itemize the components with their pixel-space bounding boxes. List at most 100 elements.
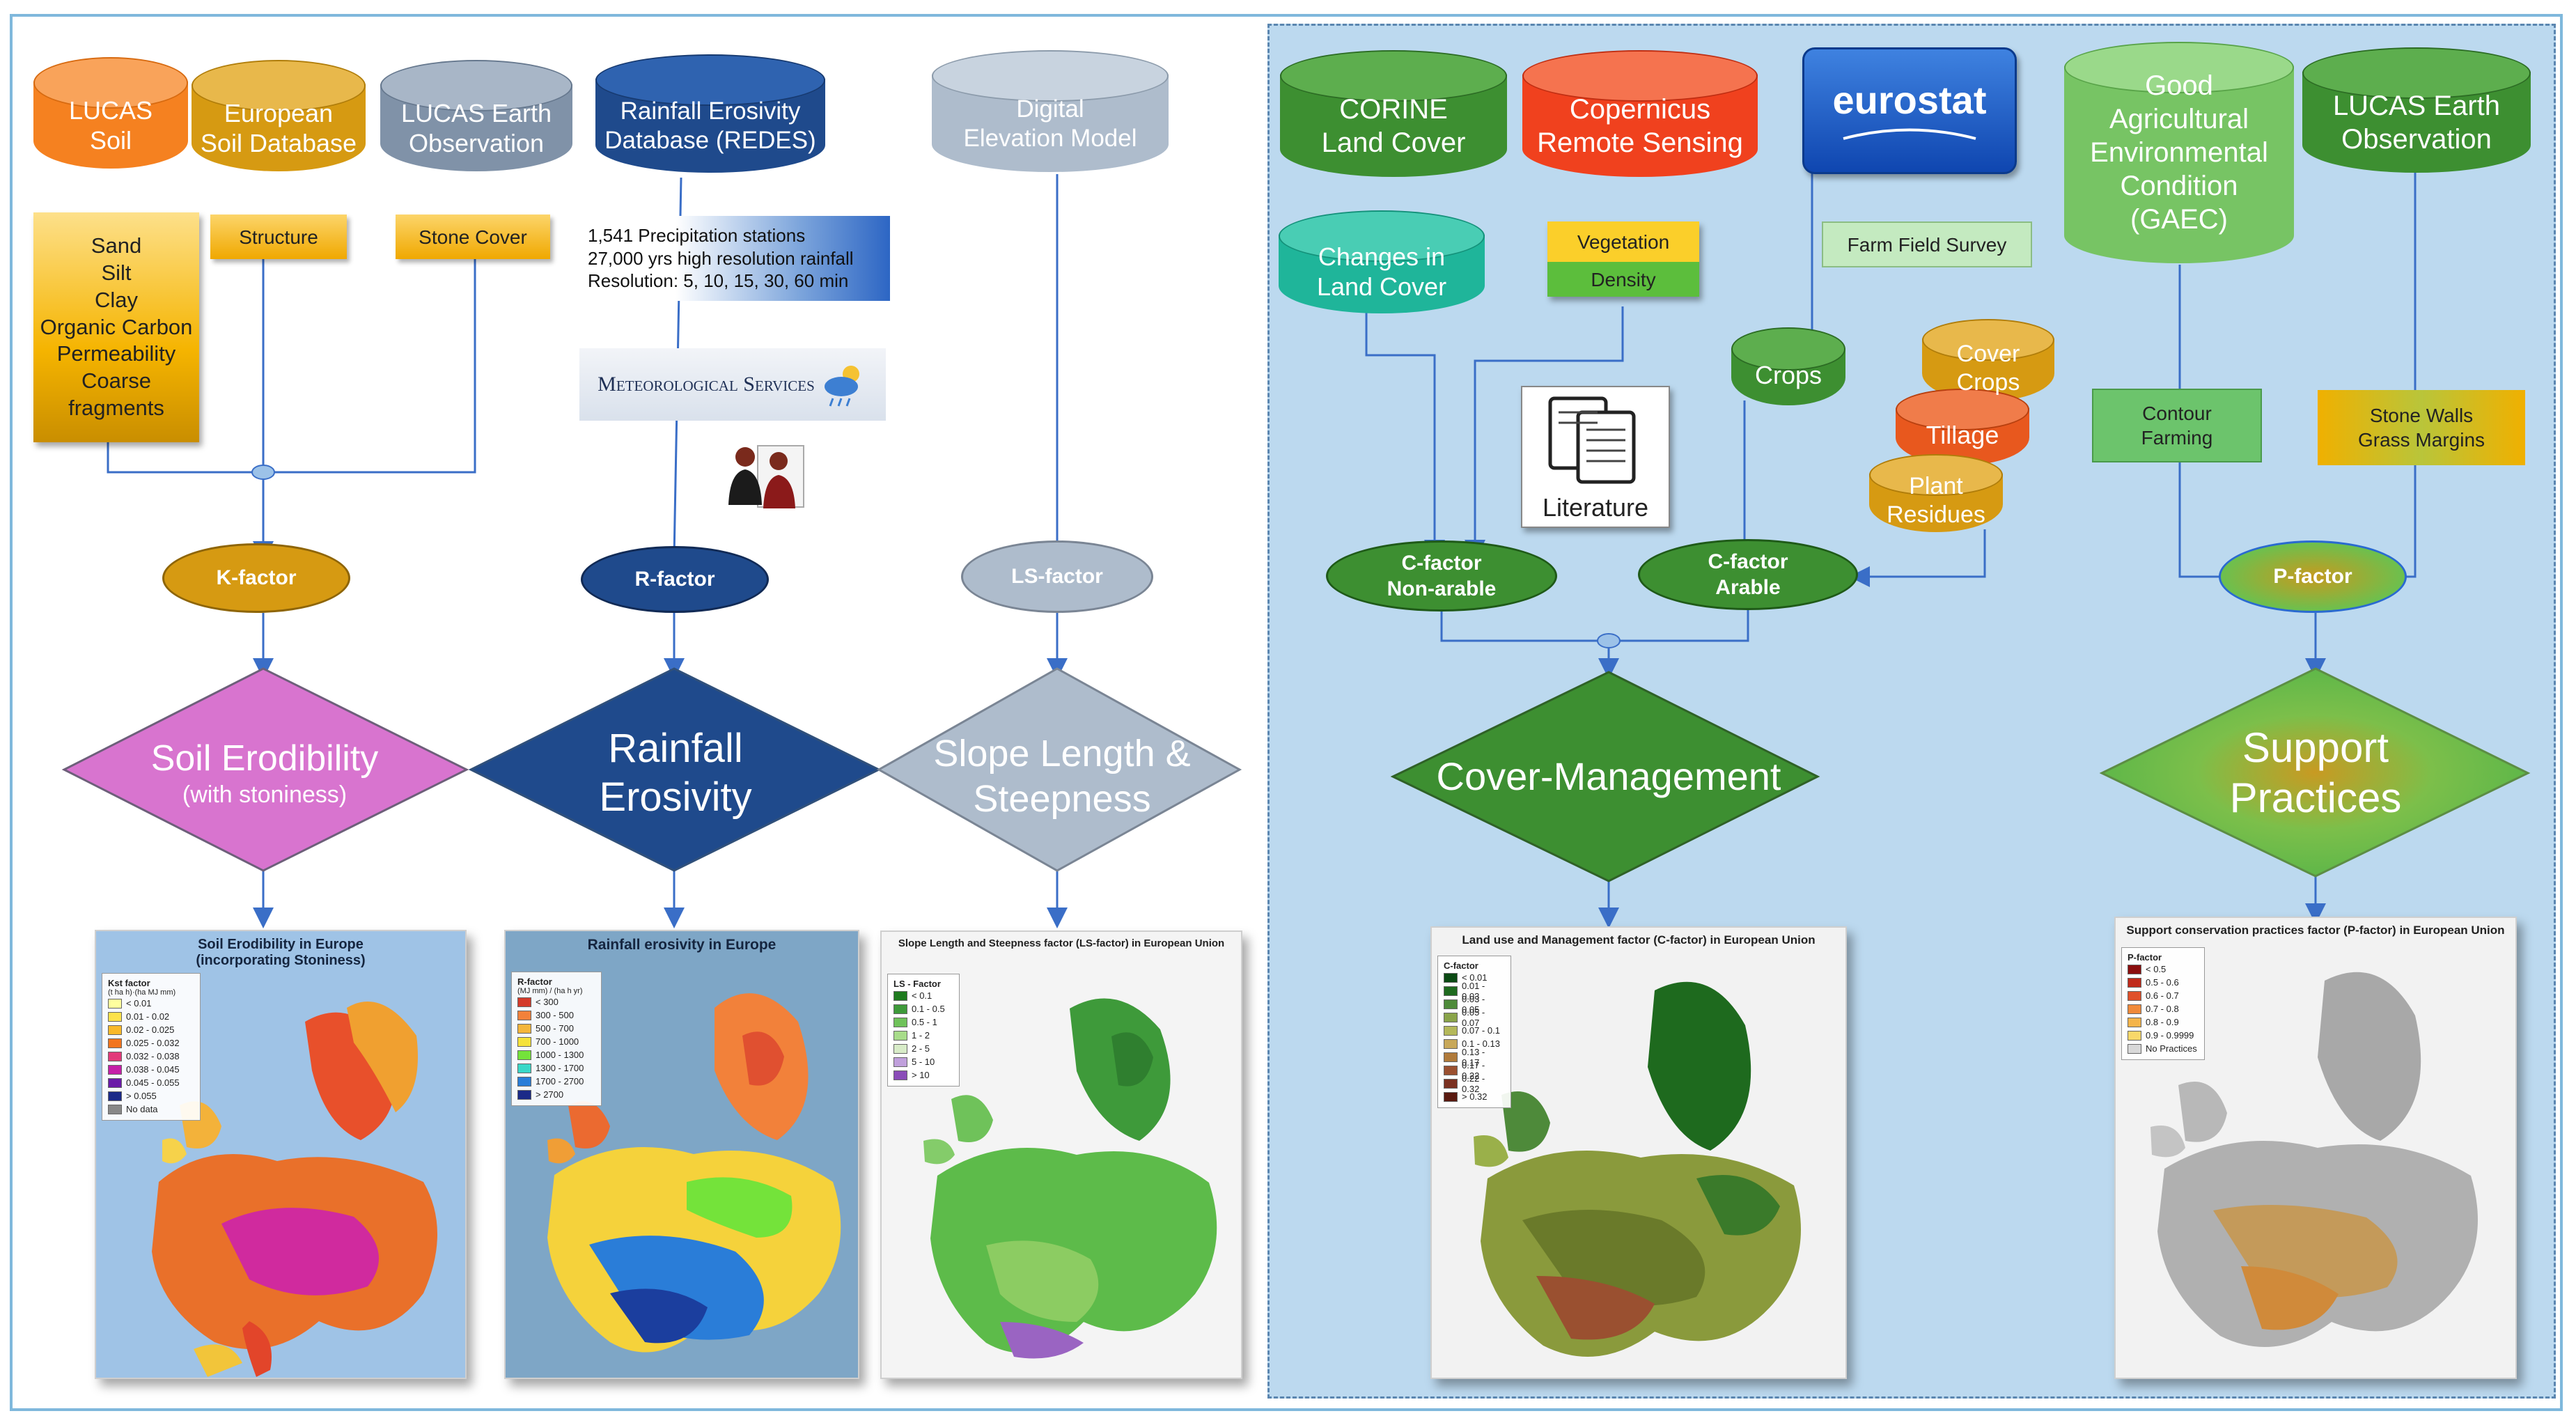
dem-label: Digital Elevation Model xyxy=(963,95,1137,152)
ls-legend-item: 0.5 - 1 xyxy=(912,1017,937,1027)
cover-management-label: Cover-Management xyxy=(1436,754,1781,799)
ls-map-legend: LS - Factor < 0.1 0.1 - 0.5 0.5 - 1 1 - … xyxy=(887,974,960,1087)
corine-cylinder: CORINE Land Cover xyxy=(1280,50,1507,177)
redes-cylinder: Rainfall Erosivity Database (REDES) xyxy=(595,54,825,173)
dem-cylinder: Digital Elevation Model xyxy=(932,50,1169,172)
vegetation-label: Vegetation xyxy=(1547,221,1699,262)
cover-management-diamond xyxy=(1390,671,1820,882)
soil-prop-silt: Silt xyxy=(101,260,132,286)
slope-diamond xyxy=(876,667,1242,872)
europe-map-r xyxy=(547,993,841,1353)
support-practices-label: Support Practices xyxy=(2229,724,2402,821)
r-legend-item: 700 - 1000 xyxy=(536,1036,579,1047)
k-map-legend: Kst factor (t ha h)·(ha MJ mm) < 0.01 0.… xyxy=(102,973,201,1121)
ls-legend-item: 2 - 5 xyxy=(912,1043,930,1054)
soil-prop-fragments: fragments xyxy=(68,395,164,420)
r-legend-item: 1300 - 1700 xyxy=(536,1063,584,1073)
lucas-eo-label-left: LUCAS Earth Observation xyxy=(400,98,552,157)
r-legend-item: 300 - 500 xyxy=(536,1010,574,1020)
k-factor-oval: K-factor xyxy=(162,543,350,613)
esdb-cylinder: European Soil Database xyxy=(192,60,366,171)
soil-prop-clay: Clay xyxy=(94,287,138,312)
soil-prop-sand: Sand xyxy=(91,233,142,258)
gaec-label: Good Agricultural Environmental Conditio… xyxy=(2090,70,2268,235)
lucas-soil-cylinder: LUCAS Soil xyxy=(33,57,188,169)
c-legend-item: 0.01 - 0.03 xyxy=(1462,980,1485,1002)
corine-label: CORINE Land Cover xyxy=(1321,94,1466,158)
soil-erodibility-map: Soil Erodibility in Europe (incorporatin… xyxy=(95,930,467,1379)
slope-length-label: Slope Length & Steepness xyxy=(933,733,1191,820)
rainfall-erosivity-label: Rainfall Erosivity xyxy=(599,726,752,820)
redes-stations: 1,541 Precipitation stations xyxy=(588,225,806,247)
cover-crops-label: Cover Crops xyxy=(1956,341,2020,396)
eurostat-logo: eurostat xyxy=(1802,47,2017,174)
ls-map-title: Slope Length and Steepness factor (LS-fa… xyxy=(898,937,1225,949)
lucas-soil-label: LUCAS Soil xyxy=(68,95,153,155)
density-label: Density xyxy=(1547,262,1699,297)
p-map-title: Support conservation practices factor (P… xyxy=(2126,924,2505,937)
soil-properties-box: Sand Silt Clay Organic Carbon Permeabili… xyxy=(33,212,199,442)
c-map-title: Land use and Management factor (C-factor… xyxy=(1462,933,1816,947)
p-legend-title: P-factor xyxy=(2128,952,2162,963)
plant-residues-label: Plant Residues xyxy=(1887,473,1985,528)
c-factor-nonarable-oval: C-factor Non-arable xyxy=(1326,540,1557,612)
p-legend-item: 0.5 - 0.6 xyxy=(2146,977,2179,988)
c-legend-title: C-factor xyxy=(1444,960,1478,971)
p-legend-item: 0.6 - 0.7 xyxy=(2146,990,2179,1001)
lucas-eo-cylinder-left: LUCAS Earth Observation xyxy=(380,60,572,171)
redes-resolution: Resolution: 5, 10, 15, 30, 60 min xyxy=(588,270,849,292)
k-legend-item: 0.01 - 0.02 xyxy=(126,1011,170,1022)
meteorological-services-label: Meteorological Services xyxy=(598,373,815,396)
p-legend-item: 0.8 - 0.9 xyxy=(2146,1017,2179,1027)
copernicus-label: Copernicus Remote Sensing xyxy=(1537,94,1743,158)
stone-walls-box: Stone Walls Grass Margins xyxy=(2318,390,2525,465)
ls-legend-item: < 0.1 xyxy=(912,990,932,1001)
r-map-title: Rainfall erosivity in Europe xyxy=(587,937,776,953)
soil-erodibility-subtitle: (with stoniness) xyxy=(182,781,348,808)
k-legend-item: > 0.055 xyxy=(126,1091,157,1101)
tillage-label: Tillage xyxy=(1926,421,1999,450)
p-map-legend: P-factor < 0.5 0.5 - 0.6 0.6 - 0.7 0.7 -… xyxy=(2121,947,2205,1060)
c-legend-item: > 0.32 xyxy=(1462,1091,1488,1102)
r-factor-oval: R-factor xyxy=(581,546,769,613)
redes-info-box: 1,541 Precipitation stations 27,000 yrs … xyxy=(584,216,890,301)
r-legend-item: 1000 - 1300 xyxy=(536,1050,584,1060)
c-legend-item: 0.1 - 0.13 xyxy=(1462,1038,1500,1049)
documents-icon xyxy=(1548,396,1636,484)
contour-farming-box: Contour Farming xyxy=(2092,389,2262,462)
c-factor-map: Land use and Management factor (C-factor… xyxy=(1430,926,1847,1379)
slope-length-map: Slope Length and Steepness factor (LS-fa… xyxy=(880,930,1242,1379)
k-legend-unit: (t ha h)·(ha MJ mm) xyxy=(108,988,176,997)
ls-legend-title: LS - Factor xyxy=(893,979,941,989)
crops-label: Crops xyxy=(1754,361,1822,390)
ls-legend-item: 5 - 10 xyxy=(912,1057,935,1067)
soil-prop-organic-carbon: Organic Carbon xyxy=(40,314,193,339)
r-map-legend: R-factor (MJ mm) / (ha h yr) < 300 300 -… xyxy=(511,972,602,1106)
people-meeting-icon xyxy=(728,445,804,508)
plant-residues-cylinder: Plant Residues xyxy=(1869,454,2003,532)
soil-erodibility-title: Soil Erodibility xyxy=(150,738,379,779)
ls-legend-item: 0.1 - 0.5 xyxy=(912,1004,945,1014)
c-legend-item: 0.05 - 0.07 xyxy=(1462,1006,1485,1028)
meteorological-services-logo: Meteorological Services xyxy=(579,348,886,421)
changes-land-cover-cylinder: Changes in Land Cover xyxy=(1279,210,1485,313)
k-legend-item: 0.038 - 0.045 xyxy=(126,1064,180,1075)
literature-box: Literature xyxy=(1521,386,1670,528)
r-legend-item: 500 - 700 xyxy=(536,1023,574,1034)
k-legend-item: < 0.01 xyxy=(126,998,152,1009)
k-legend-item: 0.02 - 0.025 xyxy=(126,1025,175,1035)
r-legend-title: R-factor xyxy=(517,976,552,987)
p-legend-item: 0.7 - 0.8 xyxy=(2146,1004,2179,1014)
cover-crops-cylinder: Cover Crops xyxy=(1922,319,2054,401)
changes-land-cover-label: Changes in Land Cover xyxy=(1316,242,1447,301)
soil-prop-permeability: Permeability xyxy=(56,341,176,366)
europe-map-c xyxy=(1474,981,1801,1357)
k-legend-item: 0.032 - 0.038 xyxy=(126,1051,180,1061)
r-legend-item: > 2700 xyxy=(536,1089,564,1100)
p-legend-item: 0.9 - 0.9999 xyxy=(2146,1030,2194,1041)
c-legend-item: 0.17 - 0.22 xyxy=(1462,1059,1485,1081)
p-legend-item: No Practices xyxy=(2146,1043,2197,1054)
weather-cloud-icon xyxy=(824,366,859,407)
ls-legend-item: > 10 xyxy=(912,1070,930,1080)
